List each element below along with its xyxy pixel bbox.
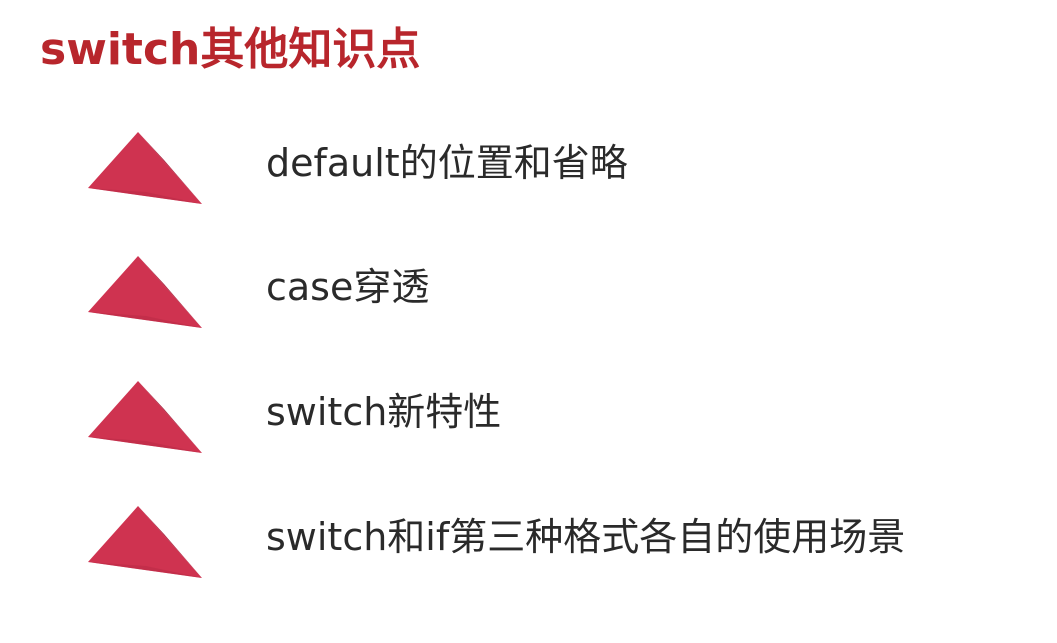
list-item-label: switch和if第三种格式各自的使用场景 [266,515,906,559]
list-item-label: case穿透 [266,265,430,309]
triangle-bullet-icon [88,381,202,453]
triangle-bullet-icon [88,132,202,204]
slide-title: switch其他知识点 [40,24,421,75]
triangle-bullet-icon [88,256,202,328]
triangle-bullet-icon [88,506,202,578]
list-item: switch新特性 [0,375,1057,455]
list-item-label: switch新特性 [266,390,502,434]
list-item: case穿透 [0,250,1057,330]
list-item: switch和if第三种格式各自的使用场景 [0,500,1057,580]
list-item-label: default的位置和省略 [266,141,628,185]
list-item: default的位置和省略 [0,126,1057,206]
